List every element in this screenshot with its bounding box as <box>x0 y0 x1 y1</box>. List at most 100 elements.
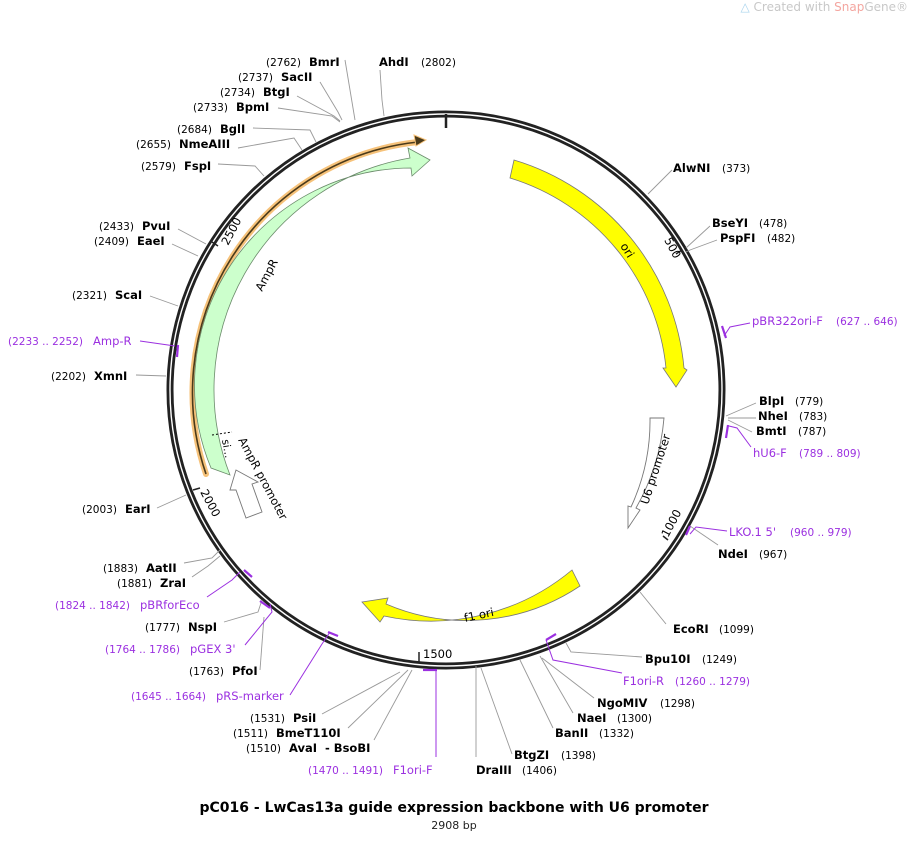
enzyme-bseyi[interactable]: BseYI(478) <box>712 216 787 230</box>
svg-text:(2409): (2409) <box>94 236 129 248</box>
feature-u6-promoter[interactable]: U6 promoter <box>627 417 674 530</box>
enzyme-banii[interactable]: BanII(1332) <box>555 726 634 740</box>
svg-text:(1510): (1510) <box>246 743 281 755</box>
enzyme-bmri[interactable]: (2762)BmrI <box>266 55 340 69</box>
enzyme-scai[interactable]: (2321) ScaI <box>72 288 142 302</box>
feature-ampr[interactable]: AmpR si… <box>194 147 431 476</box>
enzyme-btgzi[interactable]: BtgZI (1398) <box>514 748 596 762</box>
enzyme-alwni[interactable]: AlwNI (373) <box>673 161 750 175</box>
svg-text:pBR322ori-F: pBR322ori-F <box>752 314 823 328</box>
primer-f1ori-f[interactable]: (1470 .. 1491)F1ori-F <box>308 763 433 777</box>
primer-f1ori-r[interactable]: F1ori-R(1260 .. 1279) <box>623 674 750 688</box>
enzyme-ngomiv[interactable]: NgoMIV(1298) <box>597 696 695 710</box>
svg-text:(2737): (2737) <box>238 72 273 84</box>
svg-text:(373): (373) <box>722 163 750 175</box>
svg-text:(1406): (1406) <box>522 765 557 777</box>
svg-text:BseYI: BseYI <box>712 216 748 230</box>
svg-text:NgoMIV: NgoMIV <box>597 696 647 710</box>
primer-hu6-f[interactable]: hU6-F(789 .. 809) <box>753 446 861 460</box>
enzyme-pspfi[interactable]: PspFI(482) <box>720 231 795 245</box>
enzyme-blpi[interactable]: BlpI (779) <box>759 394 823 408</box>
svg-text:NaeI: NaeI <box>577 711 606 725</box>
svg-text:AvaI - BsoBI: AvaI - BsoBI <box>289 741 370 755</box>
svg-text:(1763): (1763) <box>189 666 224 678</box>
enzyme-nspi[interactable]: (1777)NspI <box>145 620 217 634</box>
primer-prs-marker[interactable]: (1645 .. 1664) pRS-marker <box>131 689 284 703</box>
svg-text:F1ori-R: F1ori-R <box>623 674 664 688</box>
primer-pbr322ori-f[interactable]: pBR322ori-F(627 .. 646) <box>752 314 898 328</box>
svg-text:BtgZI: BtgZI <box>514 748 549 762</box>
enzyme-nmeaiii[interactable]: (2655)NmeAIII <box>136 137 230 151</box>
svg-text:(2684): (2684) <box>177 124 212 136</box>
enzyme-eaei[interactable]: (2409)EaeI <box>94 234 165 248</box>
primer-amp-r[interactable]: (2233 .. 2252)Amp-R <box>8 334 132 348</box>
primer-lko1-5[interactable]: LKO.1 5'(960 .. 979) <box>729 525 852 539</box>
svg-text:(1470 .. 1491): (1470 .. 1491) <box>308 765 383 777</box>
enzyme-sacii[interactable]: (2737)SacII <box>238 70 312 84</box>
enzyme-psii[interactable]: (1531) PsiI <box>250 711 316 725</box>
primer-pgex-3[interactable]: (1764 .. 1786)pGEX 3' <box>105 642 236 656</box>
enzyme-btgi[interactable]: (2734) BtgI <box>220 85 290 99</box>
svg-text:hU6-F: hU6-F <box>753 446 787 460</box>
primer-pbrforeco[interactable]: (1824 .. 1842)pBRforEco <box>55 598 200 612</box>
enzyme-xmni[interactable]: (2202)XmnI <box>51 369 127 383</box>
enzyme-naei[interactable]: NaeI(1300) <box>577 711 652 725</box>
svg-text:U6 promoter: U6 promoter <box>638 432 674 506</box>
svg-text:(1824 .. 1842): (1824 .. 1842) <box>55 600 130 612</box>
svg-text:(2233 .. 2252): (2233 .. 2252) <box>8 336 83 348</box>
svg-text:(967): (967) <box>759 549 787 561</box>
svg-text:AmpR: AmpR <box>252 256 280 293</box>
enzyme-bmet110i[interactable]: (1511)BmeT110I <box>233 726 341 740</box>
feature-ampr-promoter[interactable]: AmpR promoter <box>229 435 291 522</box>
enzyme-nhei[interactable]: NheI(783) <box>758 409 827 423</box>
svg-text:AlwNI: AlwNI <box>673 161 710 175</box>
enzyme-labels <box>135 59 757 757</box>
svg-text:(787): (787) <box>798 426 826 438</box>
enzyme-pfoi[interactable]: (1763) PfoI <box>189 664 258 678</box>
svg-text:(2734): (2734) <box>220 87 255 99</box>
svg-text:PfoI: PfoI <box>232 664 258 678</box>
svg-text:(783): (783) <box>799 411 827 423</box>
enzyme-aatii[interactable]: (1883)AatII <box>103 561 177 575</box>
svg-text:(1531): (1531) <box>250 713 285 725</box>
enzyme-fspi[interactable]: (2579)FspI <box>141 159 211 173</box>
svg-text:f1 ori: f1 ori <box>463 605 495 625</box>
plasmid-title: pC016 - LwCas13a guide expression backbo… <box>199 800 709 816</box>
enzyme-bpmi[interactable]: (2733)BpmI <box>193 100 269 114</box>
svg-text:PvuI: PvuI <box>142 219 170 233</box>
svg-text:DraIII: DraIII <box>476 763 512 777</box>
svg-text:EcoRI: EcoRI <box>673 622 709 636</box>
feature-f1-ori[interactable]: f1 ori <box>361 569 581 625</box>
svg-text:BtgI: BtgI <box>263 85 290 99</box>
enzyme-ahdi[interactable]: AhdI(2802) <box>379 55 456 69</box>
enzyme-avai-bsobi[interactable]: (1510) AvaI - BsoBI <box>246 741 370 755</box>
enzyme-zrai[interactable]: (1881)ZraI <box>117 576 186 590</box>
svg-text:AatII: AatII <box>146 561 177 575</box>
svg-text:BglI: BglI <box>220 122 245 136</box>
svg-text:pGEX 3': pGEX 3' <box>190 642 236 656</box>
svg-text:(2802): (2802) <box>421 57 456 69</box>
svg-text:(2655): (2655) <box>136 139 171 151</box>
enzyme-bpu10i[interactable]: Bpu10I(1249) <box>645 652 737 666</box>
svg-text:(1099): (1099) <box>719 624 754 636</box>
svg-text:pRS-marker: pRS-marker <box>216 689 284 703</box>
svg-text:(1511): (1511) <box>233 728 268 740</box>
enzyme-draiii[interactable]: DraIII (1406) <box>476 763 557 777</box>
enzyme-ecori[interactable]: EcoRI (1099) <box>673 622 754 636</box>
feature-ori[interactable]: ori <box>509 159 688 388</box>
enzyme-bmti[interactable]: BmtI(787) <box>756 424 826 438</box>
svg-text:PsiI: PsiI <box>293 711 316 725</box>
svg-text:(1398): (1398) <box>561 750 596 762</box>
enzyme-eari[interactable]: (2003)EarI <box>82 502 151 516</box>
enzyme-bgli[interactable]: (2684) BglI <box>177 122 245 136</box>
enzyme-pvui[interactable]: (2433)PvuI <box>99 219 170 233</box>
svg-text:XmnI: XmnI <box>94 369 127 383</box>
svg-text:ScaI: ScaI <box>115 288 142 302</box>
svg-text:(2321): (2321) <box>72 290 107 302</box>
svg-text:(2003): (2003) <box>82 504 117 516</box>
enzyme-ndei[interactable]: NdeI(967) <box>718 547 787 561</box>
svg-text:(779): (779) <box>795 396 823 408</box>
svg-text:BlpI: BlpI <box>759 394 784 408</box>
svg-text:(1645 .. 1664): (1645 .. 1664) <box>131 691 206 703</box>
